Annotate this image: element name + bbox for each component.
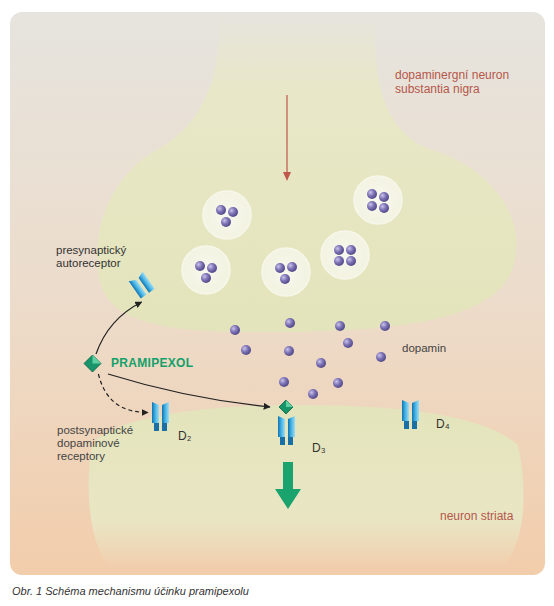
node-text: D₂ — [178, 430, 198, 443]
signal-arrow — [275, 462, 301, 509]
neuron-label: neuron striata — [440, 510, 540, 523]
drug-node: PRAMIPEXOL — [84, 354, 204, 374]
vesicles — [182, 176, 402, 296]
connector-arrow — [96, 302, 142, 354]
connector-arrow — [108, 374, 270, 407]
neuron-label: dopaminergní neuron substantia nigra — [395, 68, 527, 96]
dopamine-molecules — [230, 318, 390, 399]
background-panel — [10, 12, 545, 575]
molecule-label: dopamin — [402, 342, 482, 355]
node-text: presynaptický autoreceptor — [56, 244, 148, 270]
node-text: D₃ — [312, 442, 332, 455]
presynaptic-neuron — [97, 12, 516, 332]
receptor-node: D₃ — [270, 398, 330, 458]
node-text: D₄ — [436, 418, 456, 431]
connector-arrow — [98, 374, 148, 412]
figure-caption: Obr. 1 Schéma mechanismu účinku pramipex… — [12, 585, 542, 598]
node-text: PRAMIPEXOL — [111, 357, 205, 370]
receptor-group-label: postsynaptické dopaminové receptory — [57, 424, 145, 463]
receptor-node: D₄ — [398, 398, 454, 434]
autoreceptor-node: presynaptický autoreceptor — [52, 240, 164, 302]
signal-arrow — [283, 95, 291, 181]
receptor-node: D₂ — [148, 398, 192, 446]
postsynaptic-neuron — [89, 405, 524, 568]
